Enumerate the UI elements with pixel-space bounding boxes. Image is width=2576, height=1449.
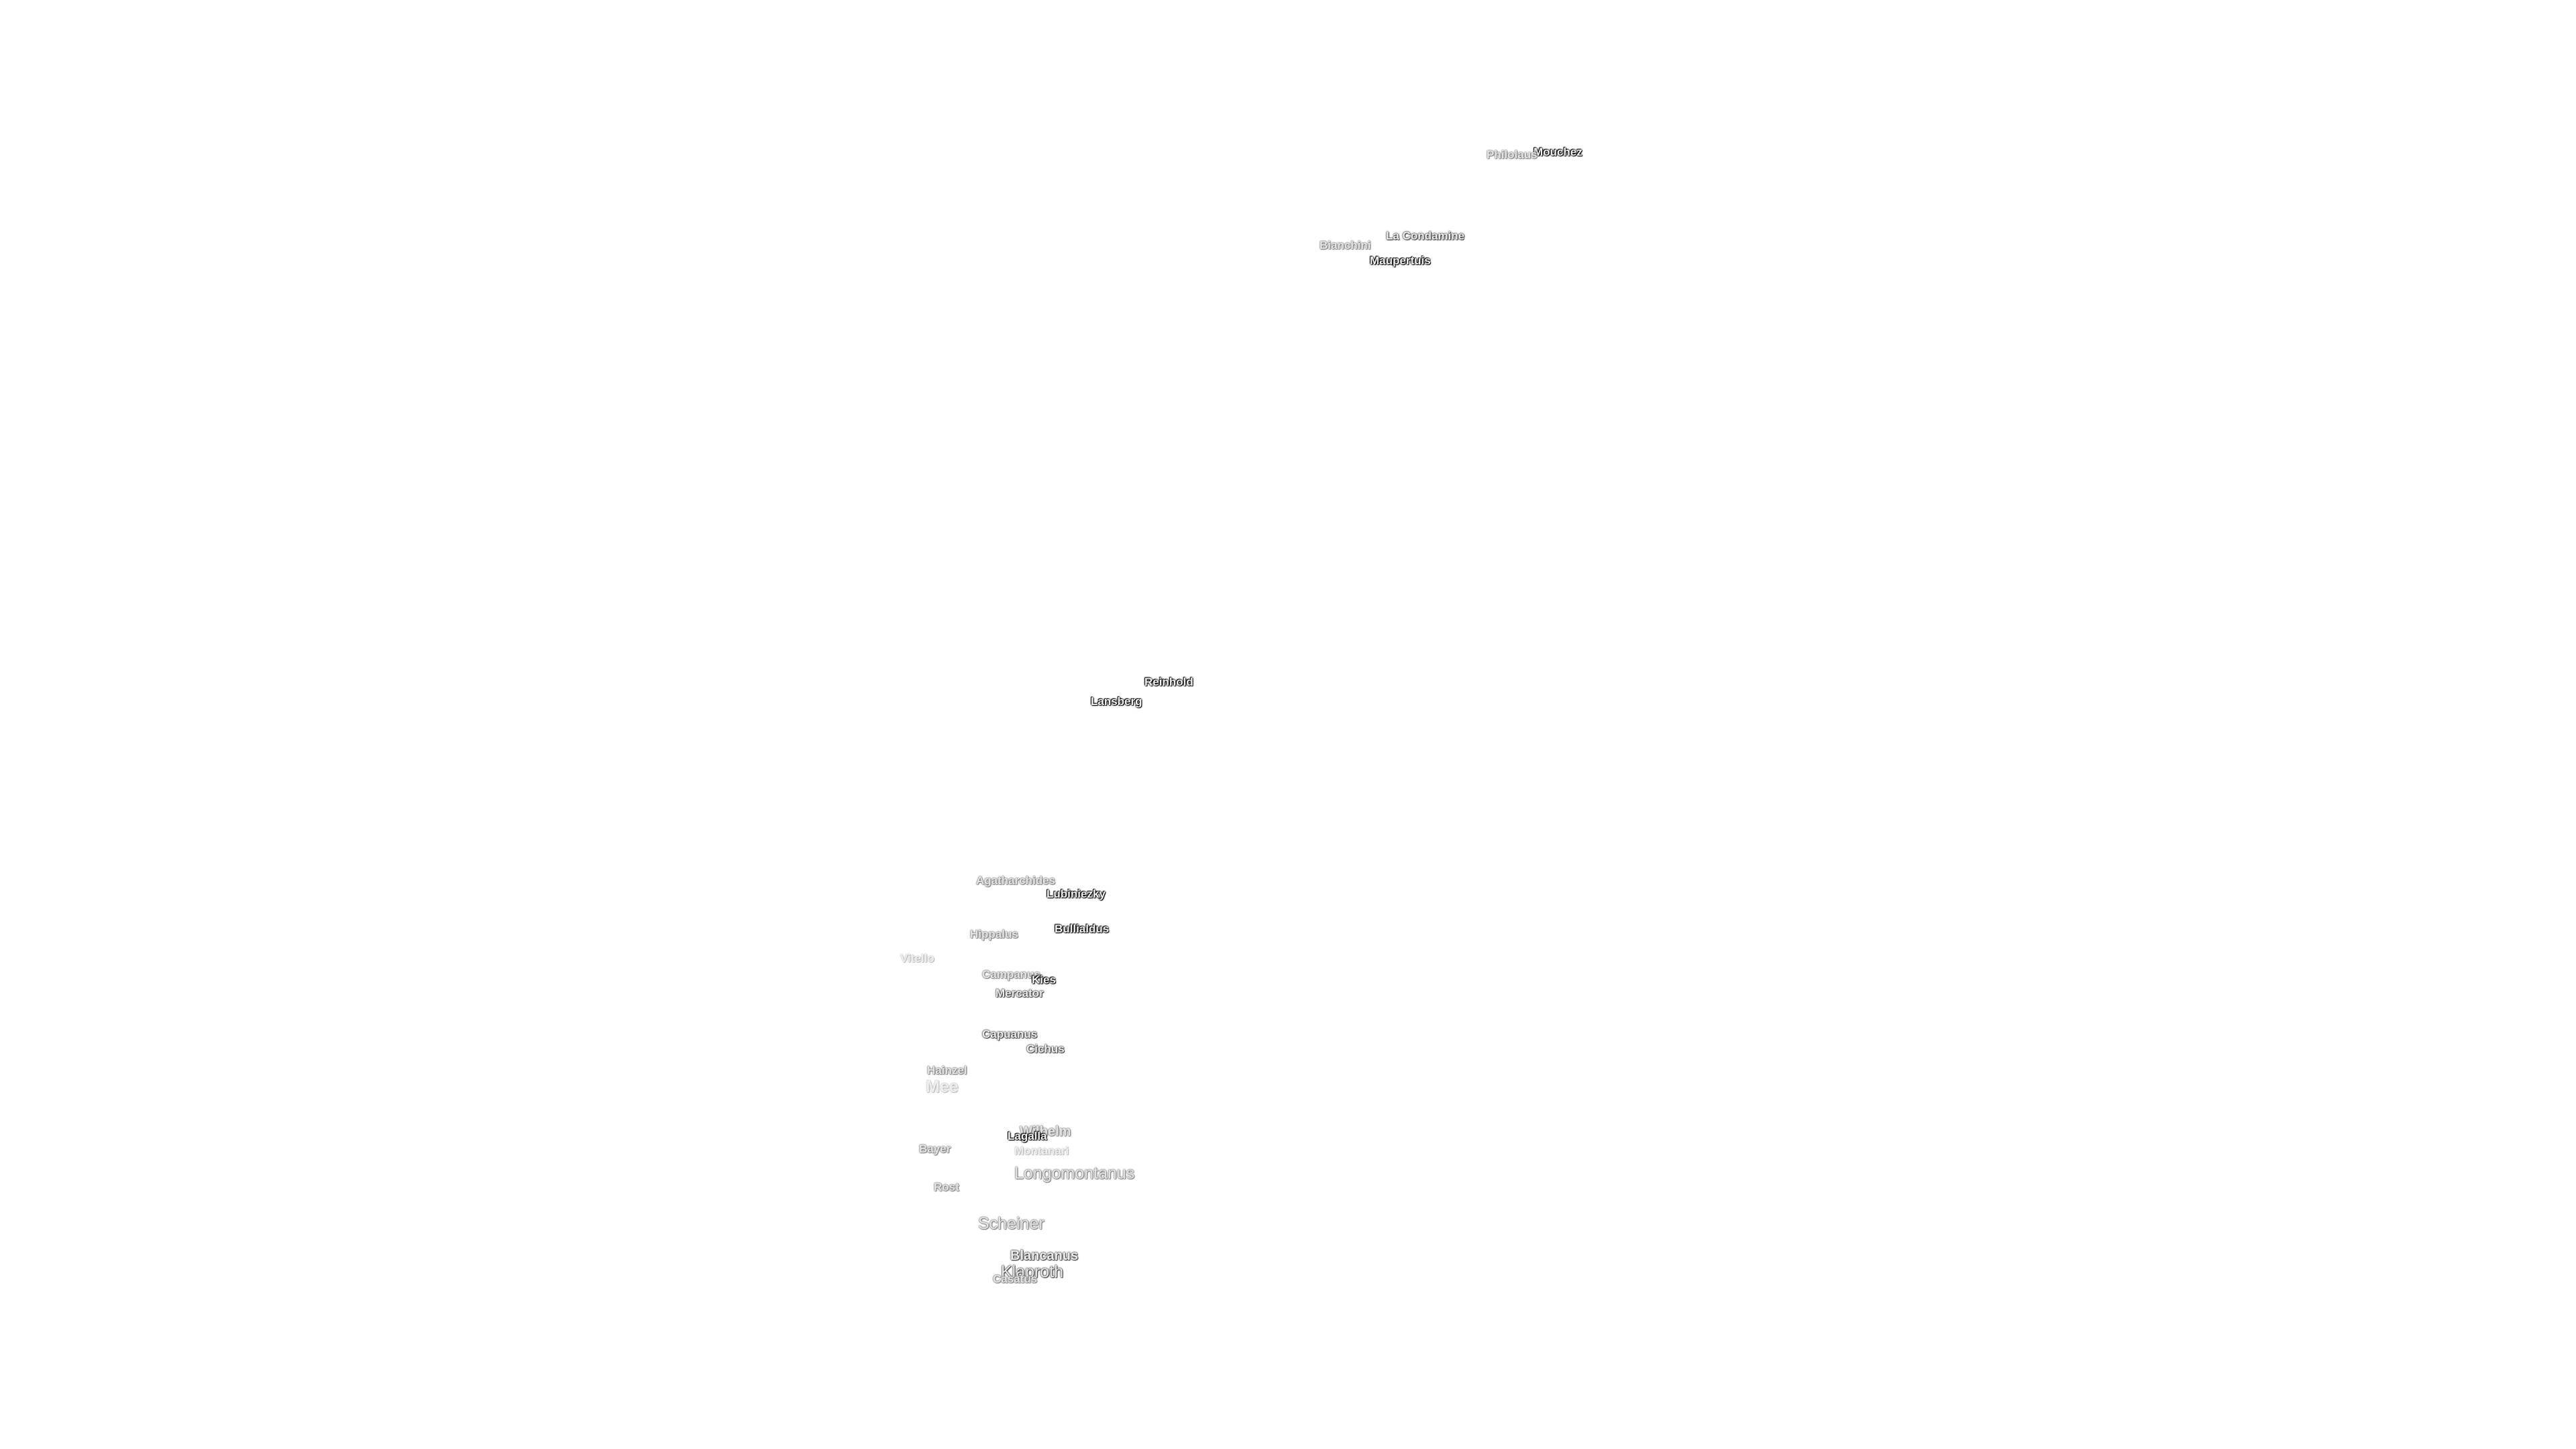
crater-label-lubiniezky[interactable]: Lubiniezky [1046,888,1106,900]
crater-label-campanus[interactable]: Campanus [982,968,1040,981]
crater-label-mouchez[interactable]: Mouchez [1534,146,1582,158]
crater-label-la-condamine[interactable]: La Condamine [1386,229,1465,242]
crater-label-mee[interactable]: Mee [926,1077,959,1096]
crater-label-cichus[interactable]: Cichus [1026,1042,1065,1055]
crater-label-lagalla[interactable]: Lagalla [1008,1130,1047,1142]
crater-label-maupertuis[interactable]: Maupertuis [1370,254,1431,267]
crater-label-mercator[interactable]: Mercator [996,987,1044,1000]
crater-label-blancanus[interactable]: Blancanus [1010,1248,1079,1263]
crater-label-kies[interactable]: Kies [1032,973,1056,986]
crater-label-bayer[interactable]: Bayer [919,1142,951,1155]
crater-label-klaproth[interactable]: Klaproth [1001,1263,1064,1281]
crater-label-agatharchides[interactable]: Agatharchides [976,874,1056,887]
crater-label-bullialdus[interactable]: Bullialdus [1055,922,1110,935]
crater-label-hainzel[interactable]: Hainzel [927,1064,967,1077]
crater-label-hippalus[interactable]: Hippalus [970,928,1018,941]
crater-label-bianchini[interactable]: Bianchini [1320,239,1371,252]
crater-label-longomontanus[interactable]: Longomontanus [1014,1164,1135,1183]
crater-label-philolaus[interactable]: Philolaus [1487,148,1538,161]
crater-label-casatus[interactable]: Casatus [993,1273,1038,1285]
crater-label-capuanus[interactable]: Capuanus [982,1028,1038,1040]
crater-label-vitello[interactable]: Vitello [900,952,934,965]
crater-label-scheiner[interactable]: Scheiner [978,1214,1044,1233]
crater-label-lansberg[interactable]: Lansberg [1091,695,1142,708]
crater-label-montanari[interactable]: Montanari [1014,1144,1069,1157]
crater-label-reinhold[interactable]: Reinhold [1144,676,1193,688]
crater-label-rost[interactable]: Rost [934,1181,959,1193]
crater-label-wilhelm[interactable]: Wilhelm [1020,1124,1071,1139]
